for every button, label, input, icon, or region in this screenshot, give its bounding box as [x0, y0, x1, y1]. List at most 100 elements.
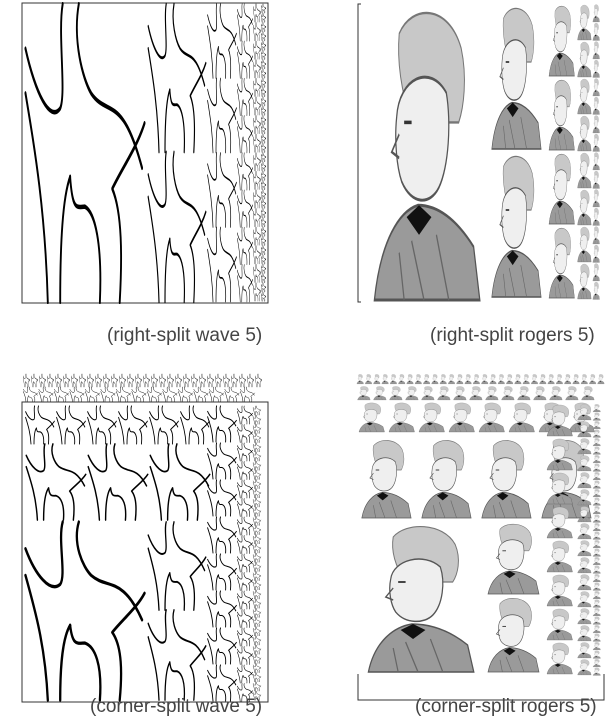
wave-figure [237, 264, 253, 303]
wave-figure [252, 442, 262, 453]
wave-figure [260, 50, 267, 60]
portrait-figure [592, 59, 600, 78]
wave-figure [260, 236, 267, 246]
portrait-figure [546, 608, 573, 641]
portrait-figure [448, 374, 455, 385]
wave-figure [252, 589, 262, 600]
wave-figure [252, 644, 262, 655]
portrait-figure [414, 374, 422, 385]
caption-corner-split-rogers: (corner-split rogers 5) [415, 696, 597, 717]
wave-figure [260, 124, 267, 135]
portrait-figure [547, 374, 555, 385]
portrait-figure [592, 455, 601, 464]
portrait-figure [577, 438, 592, 455]
portrait-figure [367, 526, 475, 673]
portrait-figure [577, 115, 592, 152]
wave-figure [253, 264, 261, 283]
portrait-figure [437, 386, 451, 401]
wave-figure [103, 373, 111, 388]
portrait-figure [546, 642, 573, 675]
wave-figure [207, 590, 237, 628]
portrait-figure [592, 540, 601, 549]
portrait-figure [592, 421, 601, 430]
wave-figure [260, 180, 267, 190]
wave-figure [178, 386, 193, 403]
portrait-figure [577, 78, 592, 115]
portrait-figure [577, 540, 592, 557]
portrait-figure [381, 374, 389, 385]
wave-figure [237, 590, 253, 610]
wave-figure [252, 681, 262, 692]
wave-figure [260, 161, 267, 172]
portrait-figure [501, 386, 515, 401]
panel-right-split-rogers [354, 2, 610, 304]
wave-figure [237, 572, 253, 591]
wave-figure [87, 405, 117, 445]
portrait-figure [577, 506, 592, 523]
wave-figure [47, 373, 55, 388]
portrait-figure [592, 4, 600, 23]
portrait-figure [548, 5, 575, 77]
portrait-figure [546, 472, 573, 505]
wave-figure [252, 552, 262, 563]
portrait-figure [592, 281, 600, 300]
wave-figure [260, 254, 267, 265]
portrait-figure [373, 11, 481, 302]
panel-right-split-wave [21, 2, 271, 304]
caption-right-split-wave: (right-split wave 5) [107, 325, 263, 346]
portrait-figure [577, 591, 592, 608]
portrait-figure [577, 659, 592, 676]
wave-figure [237, 226, 253, 266]
portrait-figure [592, 489, 601, 498]
portrait-figure [592, 506, 601, 515]
portrait-figure [533, 386, 547, 401]
wave-figure [207, 479, 237, 517]
wave-figure [143, 373, 151, 388]
portrait-figure [577, 574, 592, 591]
wave-figure [253, 96, 261, 116]
wave-figure [252, 534, 262, 545]
wave-figure [240, 386, 255, 403]
wave-figure [237, 189, 253, 228]
wave-figure [252, 663, 262, 673]
wave-figure [253, 282, 261, 302]
wave-figure [54, 386, 69, 403]
wave-figure [237, 646, 253, 665]
wave-figure [237, 442, 253, 462]
panel-corner-split-rogers [354, 372, 610, 704]
portrait-figure [555, 374, 563, 385]
corner-split-rogers-image [356, 374, 605, 701]
wave-figure [260, 106, 267, 116]
wave-figure [237, 77, 253, 117]
portrait-figure [592, 574, 601, 583]
wave-figure [252, 562, 262, 572]
wave-figure [207, 3, 237, 79]
wave-figure [237, 535, 253, 554]
portrait-figure [592, 22, 600, 41]
portrait-figure [406, 374, 414, 385]
portrait-figure [592, 523, 601, 532]
wave-figure [209, 386, 224, 403]
wave-figure [252, 608, 262, 618]
portrait-figure [439, 374, 447, 385]
corner-split-wave-image [21, 373, 269, 703]
portrait-figure [514, 374, 522, 385]
wave-figure [252, 405, 262, 416]
portrait-figure [456, 374, 464, 385]
portrait-figure [565, 386, 579, 401]
wave-figure [231, 373, 239, 388]
wave-figure [207, 516, 237, 554]
wave-figure [69, 386, 85, 403]
wave-figure [23, 386, 38, 403]
wave-figure [237, 424, 253, 443]
wave-figure [260, 13, 267, 23]
wave-figure [38, 386, 54, 403]
wave-figure [260, 96, 267, 107]
wave-figure [224, 386, 240, 403]
wave-figure [252, 497, 262, 508]
wave-figure [237, 40, 253, 79]
wave-figure [252, 414, 262, 425]
portrait-figure [546, 506, 573, 539]
wave-figure [111, 373, 119, 388]
wave-figure [253, 3, 261, 23]
